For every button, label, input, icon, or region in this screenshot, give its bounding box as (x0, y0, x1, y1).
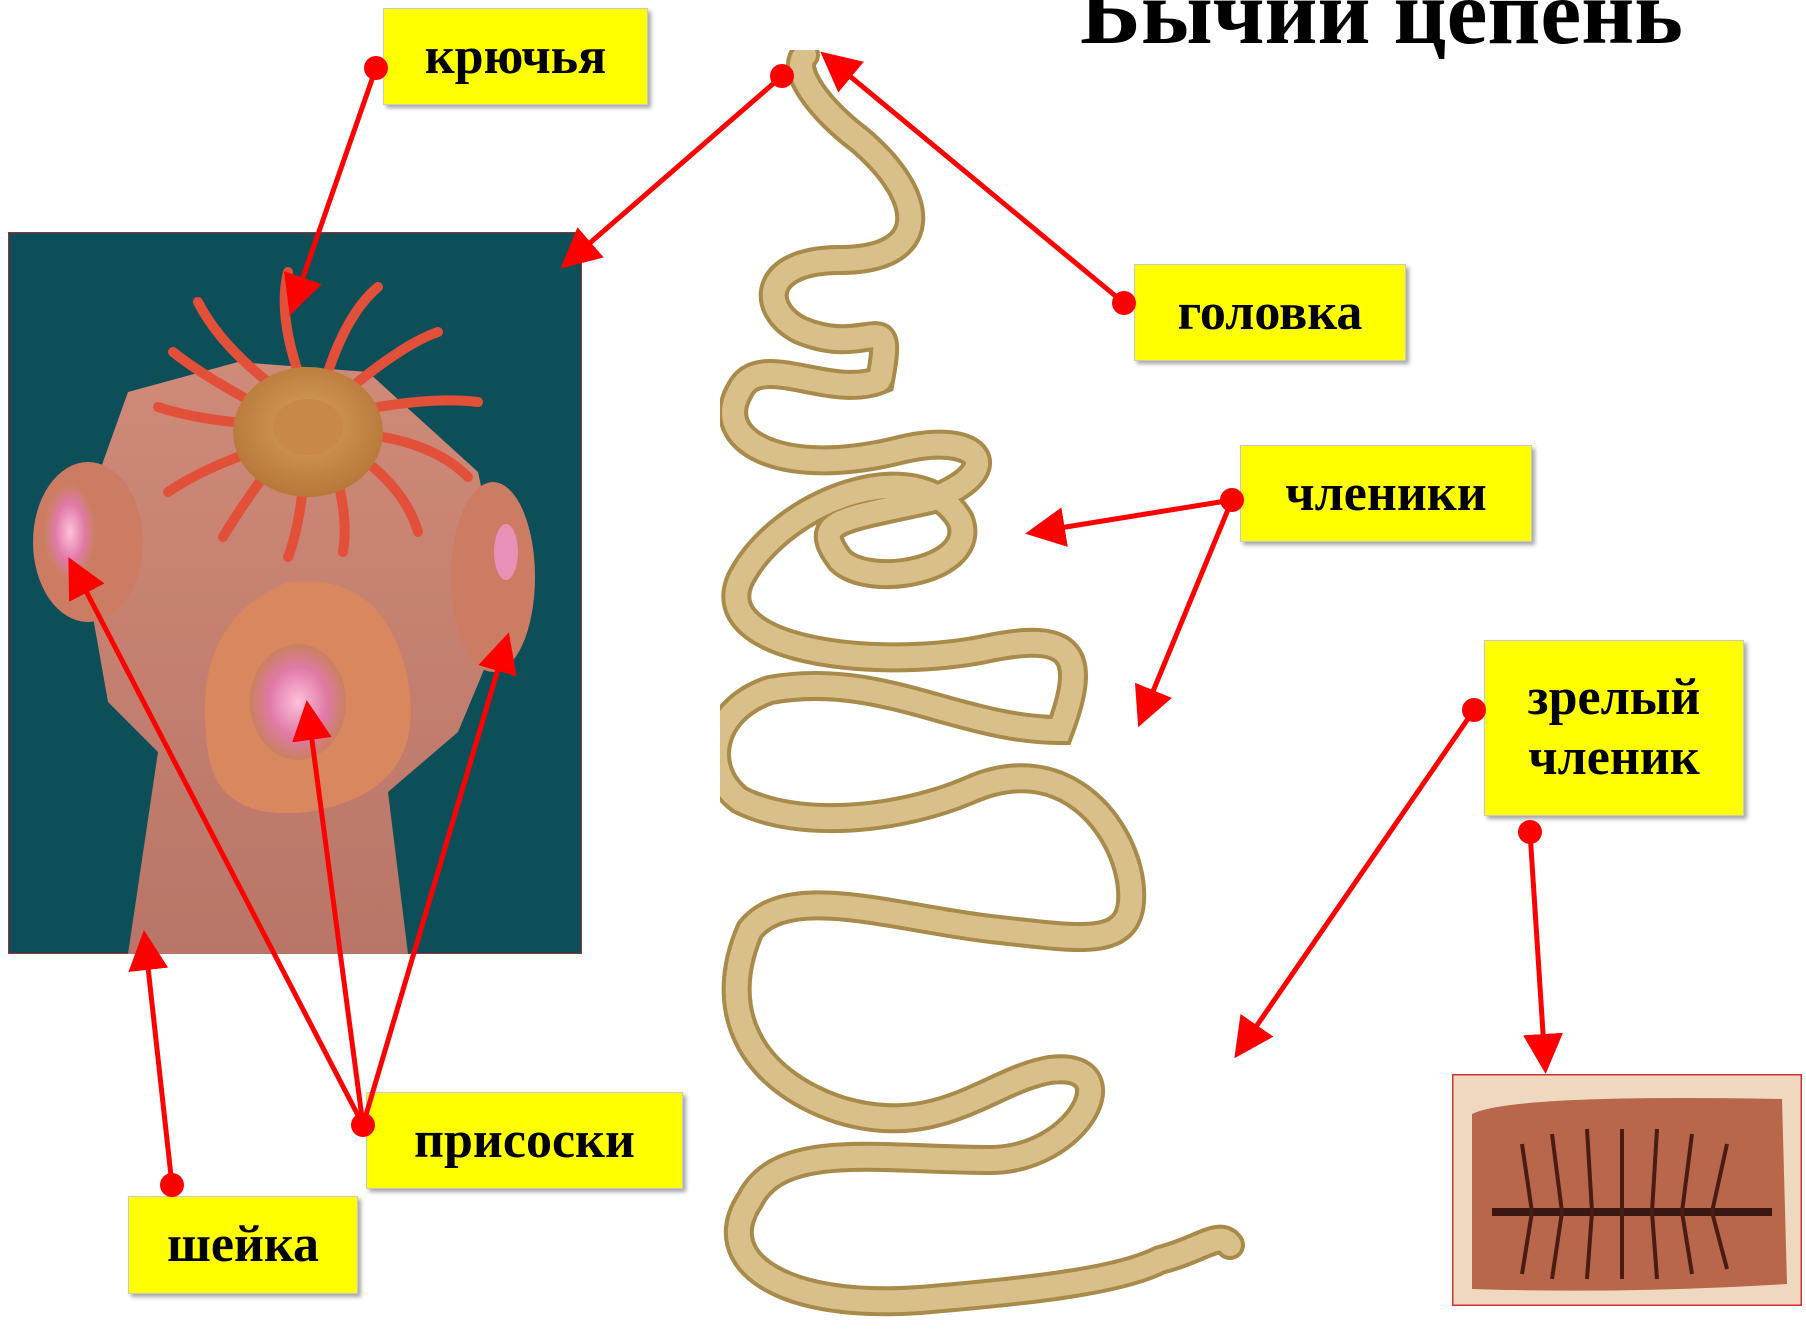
arrow-head-to-scolex (568, 76, 782, 262)
arrow-mature-to-photo (1530, 832, 1545, 1064)
dot-neck (160, 1173, 184, 1197)
arrow-mature-to-worm (1240, 710, 1474, 1050)
dot-head (1112, 291, 1136, 315)
arrow-hooks (293, 68, 376, 306)
dot-head-left (770, 64, 794, 88)
arrow-segments-2 (1142, 500, 1232, 718)
dot-mature (1462, 698, 1486, 722)
dot-mature-below (1518, 820, 1542, 844)
dot-suckers (351, 1113, 375, 1137)
dot-segments (1220, 488, 1244, 512)
arrow-head-to-worm (828, 58, 1124, 303)
arrow-segments-1 (1035, 500, 1232, 532)
arrow-suckers-1 (73, 566, 363, 1125)
arrow-neck (145, 940, 172, 1185)
arrow-suckers-3 (363, 642, 506, 1125)
arrow-suckers-2 (308, 710, 363, 1125)
dot-hooks (364, 56, 388, 80)
